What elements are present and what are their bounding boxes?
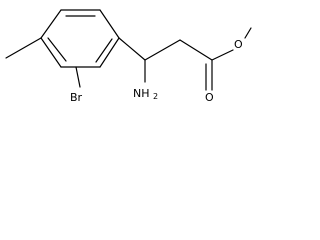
amino-subscript: 2 (153, 92, 158, 101)
bond-ring-lower-left-inner (47, 37, 67, 62)
bond-ring-lower-right-inner (95, 38, 113, 63)
bond-bromine (75, 66, 81, 88)
molecule-diagram: Br NH 2 O O (5, 9, 252, 104)
ester-oxygen-label: O (234, 38, 243, 51)
chemical-structure-canvas: Br NH 2 O O (0, 0, 254, 135)
bond-ch2-to-carbonyl (179, 39, 213, 61)
bond-ester-o (211, 49, 234, 61)
bromine-label: Br (70, 91, 83, 104)
bond-ring-lower-right (99, 37, 120, 68)
carbonyl-oxygen-label: O (205, 91, 214, 104)
bond-ring-upper-right (99, 9, 120, 39)
bond-ring-lower-left (40, 37, 62, 68)
amino-label: NH (133, 87, 150, 100)
bond-ring-upper-left (40, 9, 62, 39)
bond-ring-to-ch (118, 37, 146, 61)
bond-methyl (5, 37, 42, 59)
bond-ch-to-ch2 (144, 39, 181, 61)
bond-ester-methyl (244, 27, 252, 39)
